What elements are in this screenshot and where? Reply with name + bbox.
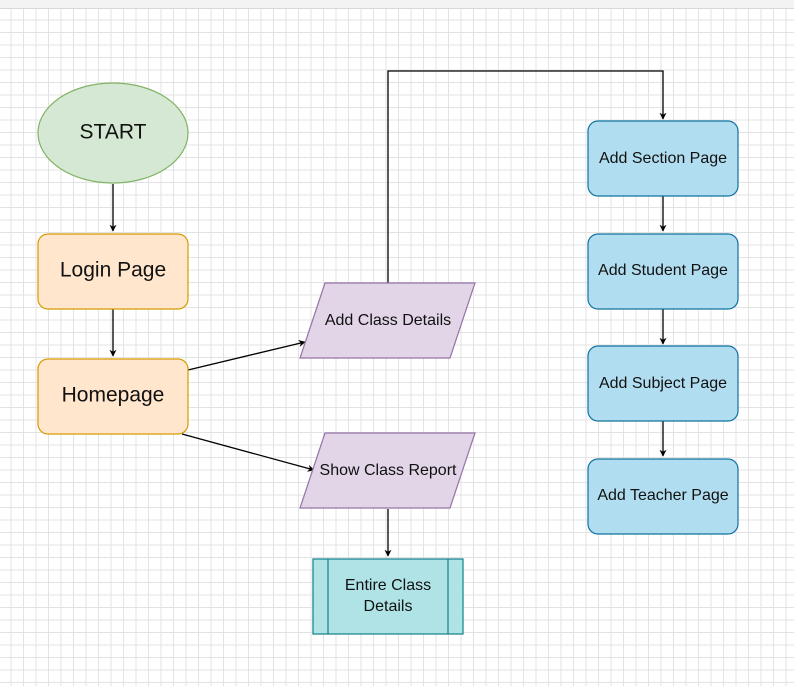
login-box — [37, 233, 189, 310]
add-teacher-box — [587, 458, 739, 535]
edge-homepage-showreport[interactable] — [181, 433, 315, 472]
entire-class-details-label-line1: Entire Class — [345, 577, 431, 594]
show-class-report-shape — [299, 432, 476, 509]
homepage-box — [37, 358, 189, 435]
add-teacher-label: Add Teacher Page — [597, 487, 728, 504]
node-show-class-report[interactable]: Show Class Report — [299, 432, 476, 509]
add-student-label: Add Student Page — [598, 262, 728, 279]
add-student-box — [587, 233, 739, 310]
toolbar-strip — [0, 0, 794, 9]
login-label: Login Page — [60, 259, 166, 282]
homepage-label: Homepage — [62, 384, 165, 407]
edge-homepage-addclass[interactable] — [187, 340, 306, 371]
node-homepage[interactable]: Homepage — [37, 358, 189, 435]
add-subject-label: Add Subject Page — [599, 375, 727, 392]
node-login-page[interactable]: Login Page — [37, 233, 189, 310]
node-add-subject-page[interactable]: Add Subject Page — [587, 345, 739, 422]
start-ellipse — [37, 82, 189, 184]
node-add-section-page[interactable]: Add Section Page — [587, 120, 739, 197]
start-label: START — [80, 121, 147, 144]
entire-class-details-label-line2: Details — [364, 598, 413, 615]
node-add-class-details[interactable]: Add Class Details — [299, 282, 476, 359]
node-start[interactable]: START — [37, 82, 189, 184]
add-section-label: Add Section Page — [599, 150, 727, 167]
edges — [109, 70, 667, 557]
add-class-details-shape — [299, 282, 476, 359]
node-entire-class-details[interactable]: Entire Class Details — [312, 558, 464, 635]
add-subject-box — [587, 345, 739, 422]
add-class-details-label: Add Class Details — [325, 312, 451, 329]
entire-class-details-box — [312, 558, 464, 635]
edge-addclass-addsection[interactable] — [387, 70, 667, 283]
show-class-report-label: Show Class Report — [320, 462, 458, 479]
node-add-student-page[interactable]: Add Student Page — [587, 233, 739, 310]
node-add-teacher-page[interactable]: Add Teacher Page — [587, 458, 739, 535]
add-section-box — [587, 120, 739, 197]
